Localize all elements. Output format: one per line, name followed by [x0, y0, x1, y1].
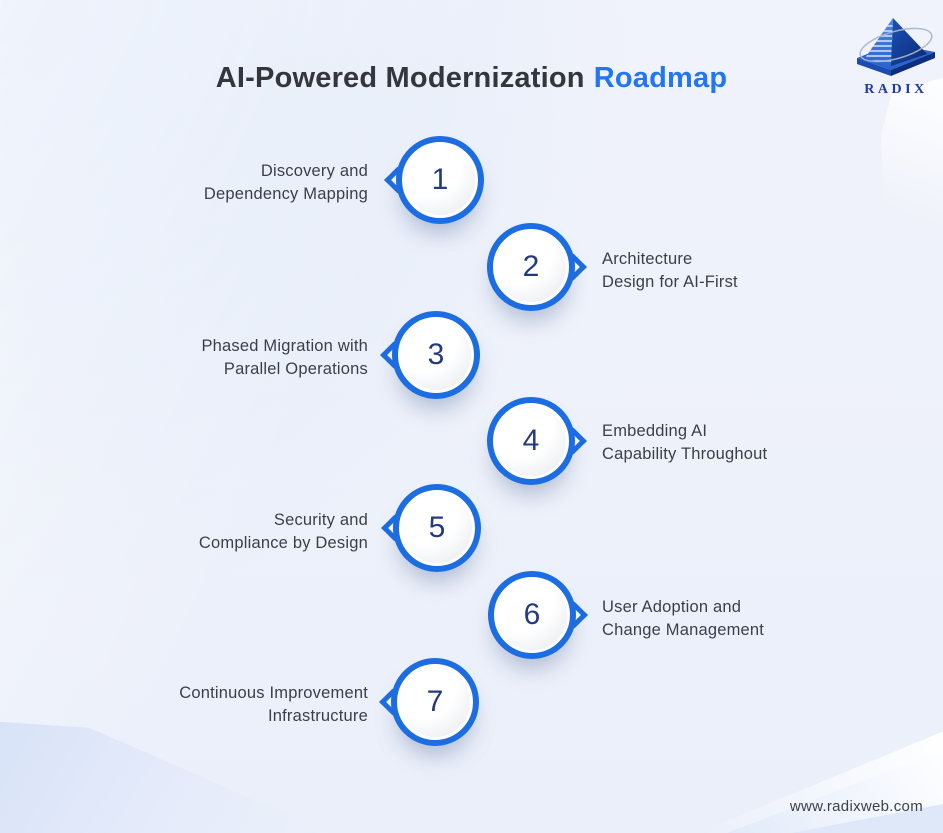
step-2-label-line2: Design for AI-First — [602, 272, 738, 291]
step-5-label-line1: Security and — [273, 511, 368, 529]
step-2-circle: 2 — [487, 223, 587, 311]
step-4-circle: 4 — [487, 397, 587, 485]
step-6-label-line1: User Adoption and — [602, 598, 742, 616]
step-6-label-line2: Change Management — [602, 620, 765, 639]
step-7-label-line1: Continuous Improvement — [179, 684, 368, 702]
step-7-label-line2: Infrastructure — [267, 706, 368, 725]
step-1-label-line1: Discovery and — [260, 162, 368, 180]
step-3-label: Phased Migration with Parallel Operation… — [58, 335, 368, 380]
step-3-label-line2: Parallel Operations — [223, 359, 368, 378]
step-6-label: User Adoption and Change Management — [602, 596, 902, 641]
step-7-circle: 7 — [379, 658, 479, 746]
step-7-number: 7 — [426, 685, 444, 718]
radix-logo-text: RADIX — [864, 82, 928, 97]
step-4-label-line1: Embedding AI — [602, 422, 708, 440]
step-7-label: Continuous Improvement Infrastructure — [58, 682, 368, 727]
radix-pyramid-icon — [857, 18, 935, 76]
step-3-label-line1: Phased Migration with — [201, 337, 368, 355]
website-url: www.radixweb.com — [789, 798, 923, 815]
step-3-circle: 3 — [380, 311, 480, 399]
page-title-main: AI-Powered Modernization — [215, 62, 585, 94]
step-5-circle: 5 — [381, 484, 481, 572]
step-4-label-line2: Capability Throughout — [602, 444, 768, 463]
step-1-label-line2: Dependency Mapping — [203, 184, 368, 203]
step-4-number: 4 — [522, 424, 540, 457]
step-5-label: Security and Compliance by Design — [58, 509, 368, 554]
step-2-label-line1: Architecture — [602, 250, 693, 268]
step-5-number: 5 — [428, 511, 446, 544]
step-2-number: 2 — [522, 250, 540, 283]
step-3-number: 3 — [427, 338, 445, 371]
background-facet-top-right — [881, 78, 943, 248]
page-title-accent: Roadmap — [593, 62, 728, 94]
step-1-number: 1 — [431, 163, 449, 196]
step-2-label: Architecture Design for AI-First — [602, 248, 902, 293]
step-6-number: 6 — [523, 598, 541, 631]
step-1-label: Discovery and Dependency Mapping — [58, 160, 368, 205]
step-6-circle: 6 — [488, 571, 588, 659]
step-1-circle: 1 — [384, 136, 484, 224]
step-5-label-line2: Compliance by Design — [198, 533, 368, 552]
radix-logo: RADIX — [854, 14, 938, 98]
step-4-label: Embedding AI Capability Throughout — [602, 420, 902, 465]
background-facet-bottom-left — [0, 721, 330, 833]
